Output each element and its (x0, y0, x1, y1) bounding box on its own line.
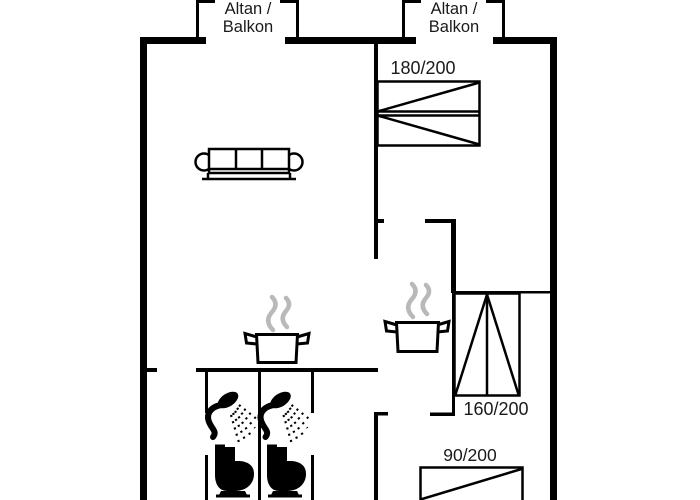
sofa-icon (194, 147, 304, 181)
bed-160x200-icon (453, 292, 521, 397)
balcony-2-label-line1: Altan / (430, 0, 478, 18)
bed-180x200-label: 180/200 (390, 58, 456, 78)
bed-90x200-label: 90/200 (443, 445, 497, 465)
outer-wall-top-right (493, 37, 557, 44)
balcony-1-outline (196, 0, 299, 38)
balcony-2-label-line2: Balkon (428, 18, 480, 36)
shower-icon (257, 391, 312, 447)
steam-icon (406, 281, 432, 320)
bed-180x200-icon (376, 80, 481, 147)
stove-pot-icon (383, 319, 451, 353)
walls (140, 0, 557, 500)
shower-icon (205, 391, 259, 447)
toilet-icon (267, 444, 306, 498)
outer-wall-top-left (140, 37, 206, 44)
toilet-icon (215, 444, 254, 498)
outer-wall-top-mid (285, 37, 416, 44)
balcony-1-label-line1: Altan / (224, 0, 272, 18)
balcony-2-outline (402, 0, 505, 38)
balcony-1-label-line2: Balkon (222, 18, 274, 36)
bed-90x200-icon (419, 466, 524, 500)
stove-pot-icon (243, 331, 311, 364)
steam-icon (266, 294, 292, 333)
outer-wall-left (140, 37, 147, 500)
outer-wall-right (550, 37, 557, 500)
bed-160x200-label: 160/200 (463, 399, 529, 419)
interior-walls (140, 44, 551, 500)
